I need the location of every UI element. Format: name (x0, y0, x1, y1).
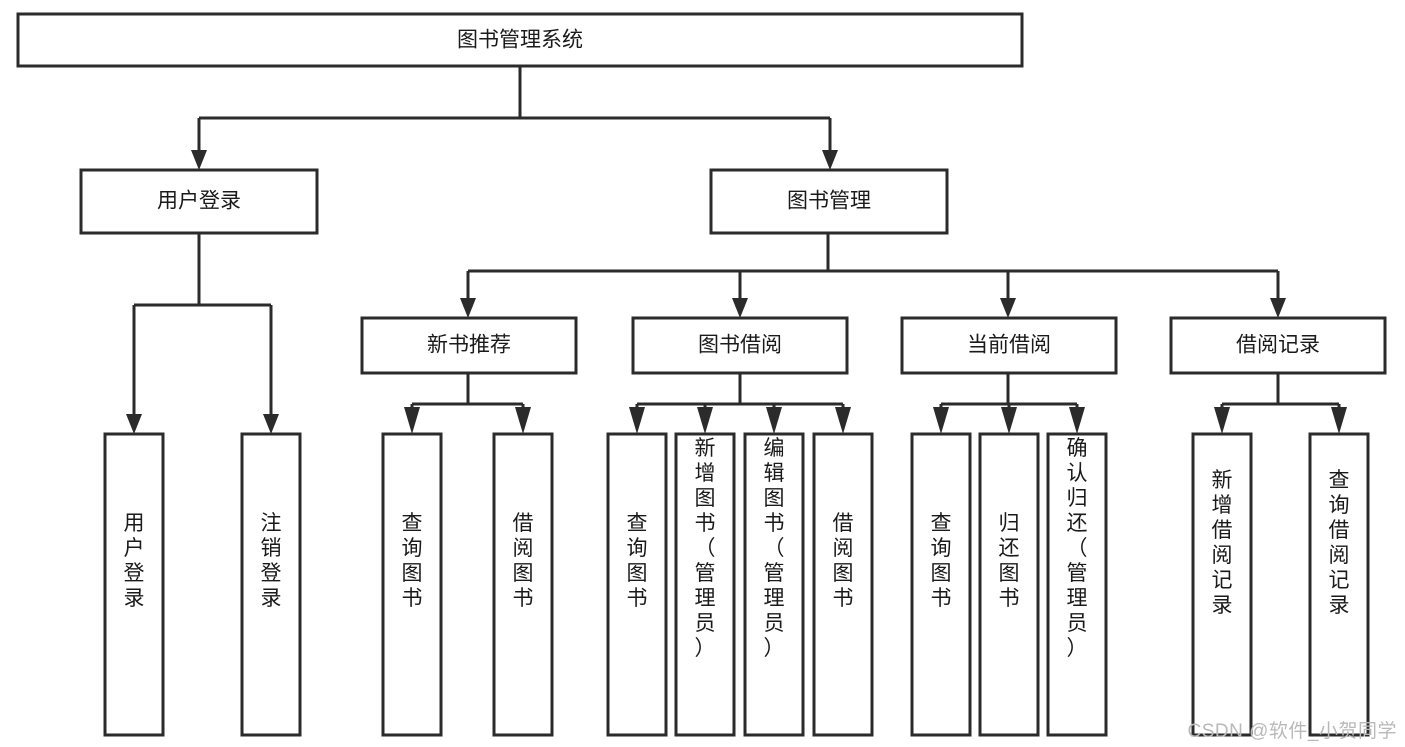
node-borrow-record[interactable]: 借阅记录 (1169, 316, 1387, 375)
node-leaf-cur-return-book-label: 归还图书 (999, 512, 1020, 610)
node-leaf-brw-add-book[interactable]: 新增图书（管理员） (674, 432, 736, 737)
edge-borrowrecord-to-leaves (1214, 373, 1347, 434)
node-leaf-rec-borrow-book-label: 借阅图书 (513, 512, 534, 610)
node-new-book-recommend-label: 新书推荐 (427, 334, 511, 357)
node-leaf-user-logout-label: 注销登录 (261, 512, 282, 610)
edge-userlogin-to-leaves (126, 233, 279, 434)
node-book-manage-label: 图书管理 (787, 190, 871, 213)
node-leaf-rec-borrow-book[interactable]: 借阅图书 (492, 432, 554, 737)
node-leaf-user-logout[interactable]: 注销登录 (240, 432, 302, 737)
node-book-borrow-label: 图书借阅 (698, 334, 782, 357)
node-leaf-cur-confirm-return[interactable]: 确认归还（管理员） (1046, 432, 1108, 737)
node-leaf-brw-borrow-book-label: 借阅图书 (833, 512, 854, 610)
node-leaf-cur-query-book[interactable]: 查询图书 (910, 432, 972, 737)
node-borrow-record-label: 借阅记录 (1236, 334, 1320, 357)
connector-layer (126, 66, 1347, 434)
edge-bookborrow-to-leaves (629, 373, 851, 434)
node-leaf-brw-query-book-label: 查询图书 (627, 512, 648, 610)
node-leaf-user-login[interactable]: 用户登录 (103, 432, 165, 737)
edge-currentborrow-to-leaves (933, 373, 1085, 434)
node-leaf-brw-edit-book[interactable]: 编辑图书（管理员） (743, 432, 805, 737)
node-book-manage[interactable]: 图书管理 (709, 168, 949, 235)
node-user-login[interactable]: 用户登录 (79, 168, 319, 235)
node-leaf-rec-query-book-label: 查询图书 (402, 512, 423, 610)
edge-root-to-level2 (191, 66, 838, 170)
node-leaf-query-borrow-record-label: 查询借阅记录 (1329, 469, 1350, 617)
node-user-login-label: 用户登录 (157, 190, 241, 213)
node-leaf-brw-edit-book-label: 编辑图书（管理员） (764, 437, 785, 660)
node-leaf-brw-borrow-book[interactable]: 借阅图书 (812, 432, 874, 737)
node-leaf-add-borrow-record[interactable]: 新增借阅记录 (1191, 432, 1253, 737)
node-leaf-rec-query-book[interactable]: 查询图书 (381, 432, 443, 737)
node-current-borrow[interactable]: 当前借阅 (900, 316, 1118, 375)
node-leaf-user-login-label: 用户登录 (124, 512, 145, 610)
node-root-system[interactable]: 图书管理系统 (16, 12, 1024, 68)
node-book-borrow[interactable]: 图书借阅 (631, 316, 849, 375)
node-current-borrow-label: 当前借阅 (967, 334, 1051, 357)
edge-bookmanage-to-level3 (460, 233, 1286, 318)
node-leaf-brw-add-book-label: 新增图书（管理员） (695, 437, 716, 660)
node-leaf-cur-query-book-label: 查询图书 (931, 512, 952, 610)
node-leaf-add-borrow-record-label: 新增借阅记录 (1212, 469, 1233, 617)
node-leaf-cur-return-book[interactable]: 归还图书 (978, 432, 1040, 737)
node-leaf-brw-query-book[interactable]: 查询图书 (606, 432, 668, 737)
node-leaf-cur-confirm-return-label: 确认归还（管理员） (1067, 437, 1088, 660)
edge-newbookrec-to-leaves (404, 373, 531, 434)
node-leaf-query-borrow-record[interactable]: 查询借阅记录 (1308, 432, 1370, 737)
node-root-label: 图书管理系统 (457, 29, 583, 52)
node-new-book-recommend[interactable]: 新书推荐 (360, 316, 578, 375)
